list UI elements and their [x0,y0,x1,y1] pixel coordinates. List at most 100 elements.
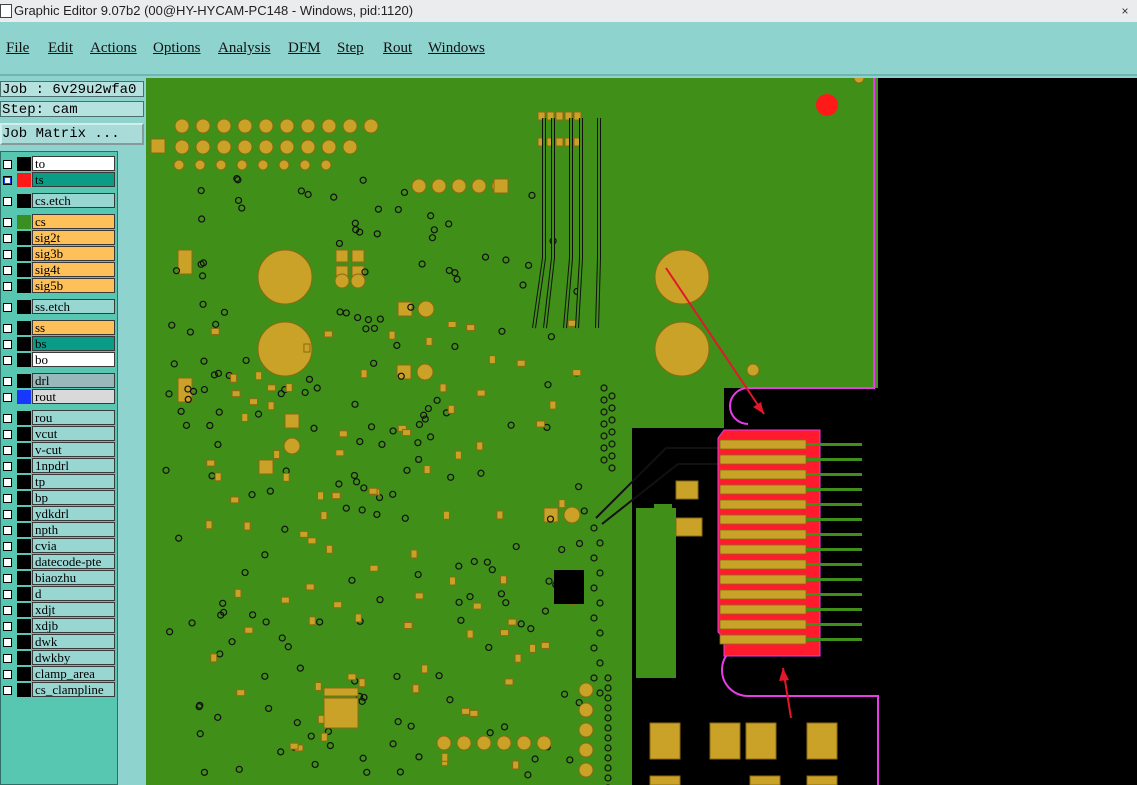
layer-color-swatch[interactable] [17,635,31,649]
layer-checkbox[interactable] [3,670,12,679]
layer-name[interactable]: xdjt [32,602,115,617]
layer-color-swatch[interactable] [17,603,31,617]
layer-name[interactable]: rout [32,389,115,404]
layer-row-bo[interactable]: bo [1,352,117,368]
layer-name[interactable]: ts [32,172,115,187]
layer-checkbox[interactable] [3,606,12,615]
layer-row-npth[interactable]: npth [1,522,117,538]
layer-checkbox[interactable] [3,430,12,439]
layer-color-swatch[interactable] [17,539,31,553]
layer-row-sig5b[interactable]: sig5b [1,278,117,294]
layer-color-swatch[interactable] [17,231,31,245]
layer-color-swatch[interactable] [17,157,31,171]
layer-color-swatch[interactable] [17,667,31,681]
layer-color-swatch[interactable] [17,491,31,505]
layer-row-vcut[interactable]: vcut [1,426,117,442]
layer-checkbox[interactable] [3,234,12,243]
layer-color-swatch[interactable] [17,215,31,229]
layer-row-sig2t[interactable]: sig2t [1,230,117,246]
layer-checkbox[interactable] [3,377,12,386]
layer-color-swatch[interactable] [17,683,31,697]
layer-checkbox[interactable] [3,494,12,503]
layer-row-v-cut[interactable]: v-cut [1,442,117,458]
layer-checkbox[interactable] [3,393,12,402]
layer-row-clamp_area[interactable]: clamp_area [1,666,117,682]
layer-color-swatch[interactable] [17,443,31,457]
layer-row-ydkdrl[interactable]: ydkdrl [1,506,117,522]
layer-color-swatch[interactable] [17,353,31,367]
menu-step[interactable]: Step [337,40,364,56]
layer-name[interactable]: sig5b [32,278,115,293]
layer-row-rou[interactable]: rou [1,410,117,426]
layer-row-xdjb[interactable]: xdjb [1,618,117,634]
layer-row-ss[interactable]: ss [1,320,117,336]
layer-row-bs[interactable]: bs [1,336,117,352]
layer-row-cs_clampline[interactable]: cs_clampline [1,682,117,698]
layer-row-1npdrl[interactable]: 1npdrl [1,458,117,474]
layer-color-swatch[interactable] [17,507,31,521]
layer-checkbox[interactable] [3,282,12,291]
layer-color-swatch[interactable] [17,263,31,277]
layer-color-swatch[interactable] [17,321,31,335]
layer-checkbox[interactable] [3,160,12,169]
layer-name[interactable]: npth [32,522,115,537]
layer-checkbox[interactable] [3,324,12,333]
layer-row-bp[interactable]: bp [1,490,117,506]
menu-file[interactable]: File [6,40,30,56]
layer-name[interactable]: vcut [32,426,115,441]
layer-row-to[interactable]: to [1,156,117,172]
layer-checkbox[interactable] [3,638,12,647]
pcb-canvas[interactable] [146,78,1137,785]
layer-name[interactable]: rou [32,410,115,425]
layer-name[interactable]: dwk [32,634,115,649]
layer-checkbox[interactable] [3,574,12,583]
layer-row-d[interactable]: d [1,586,117,602]
layer-name[interactable]: cvia [32,538,115,553]
layer-name[interactable]: sig2t [32,230,115,245]
layer-color-swatch[interactable] [17,390,31,404]
layer-row-cs.etch[interactable]: cs.etch [1,193,117,209]
layer-color-swatch[interactable] [17,427,31,441]
layer-name[interactable]: 1npdrl [32,458,115,473]
layer-name[interactable]: ss [32,320,115,335]
layer-row-cvia[interactable]: cvia [1,538,117,554]
layer-row-sig4t[interactable]: sig4t [1,262,117,278]
layer-name[interactable]: sig4t [32,262,115,277]
layer-color-swatch[interactable] [17,411,31,425]
layer-color-swatch[interactable] [17,173,31,187]
job-matrix-button[interactable]: Job Matrix ... [0,123,144,145]
layer-checkbox[interactable] [3,590,12,599]
layer-row-ss.etch[interactable]: ss.etch [1,299,117,315]
layer-name[interactable]: cs_clampline [32,682,115,697]
layer-row-dwkby[interactable]: dwkby [1,650,117,666]
layer-row-datecode-pte[interactable]: datecode-pte [1,554,117,570]
layer-color-swatch[interactable] [17,619,31,633]
layer-color-swatch[interactable] [17,337,31,351]
layer-color-swatch[interactable] [17,523,31,537]
layer-color-swatch[interactable] [17,247,31,261]
layer-name[interactable]: xdjb [32,618,115,633]
layer-color-swatch[interactable] [17,300,31,314]
layer-row-rout[interactable]: rout [1,389,117,405]
menu-actions[interactable]: Actions [90,40,137,56]
layer-checkbox[interactable] [3,414,12,423]
menu-options[interactable]: Options [153,40,201,56]
layer-checkbox[interactable] [3,542,12,551]
menu-dfm[interactable]: DFM [288,40,321,56]
layer-color-swatch[interactable] [17,194,31,208]
layer-checkbox[interactable] [3,526,12,535]
layer-name[interactable]: sig3b [32,246,115,261]
menu-windows[interactable]: Windows [428,40,485,56]
layer-name[interactable]: datecode-pte [32,554,115,569]
close-icon[interactable]: × [1121,4,1129,18]
layer-name[interactable]: bo [32,352,115,367]
layer-color-swatch[interactable] [17,374,31,388]
layer-row-biaozhu[interactable]: biaozhu [1,570,117,586]
layer-checkbox[interactable] [3,176,12,185]
layer-color-swatch[interactable] [17,651,31,665]
layer-color-swatch[interactable] [17,459,31,473]
connector-highlight[interactable] [717,429,862,657]
layer-row-dwk[interactable]: dwk [1,634,117,650]
layer-color-swatch[interactable] [17,571,31,585]
layer-name[interactable]: clamp_area [32,666,115,681]
